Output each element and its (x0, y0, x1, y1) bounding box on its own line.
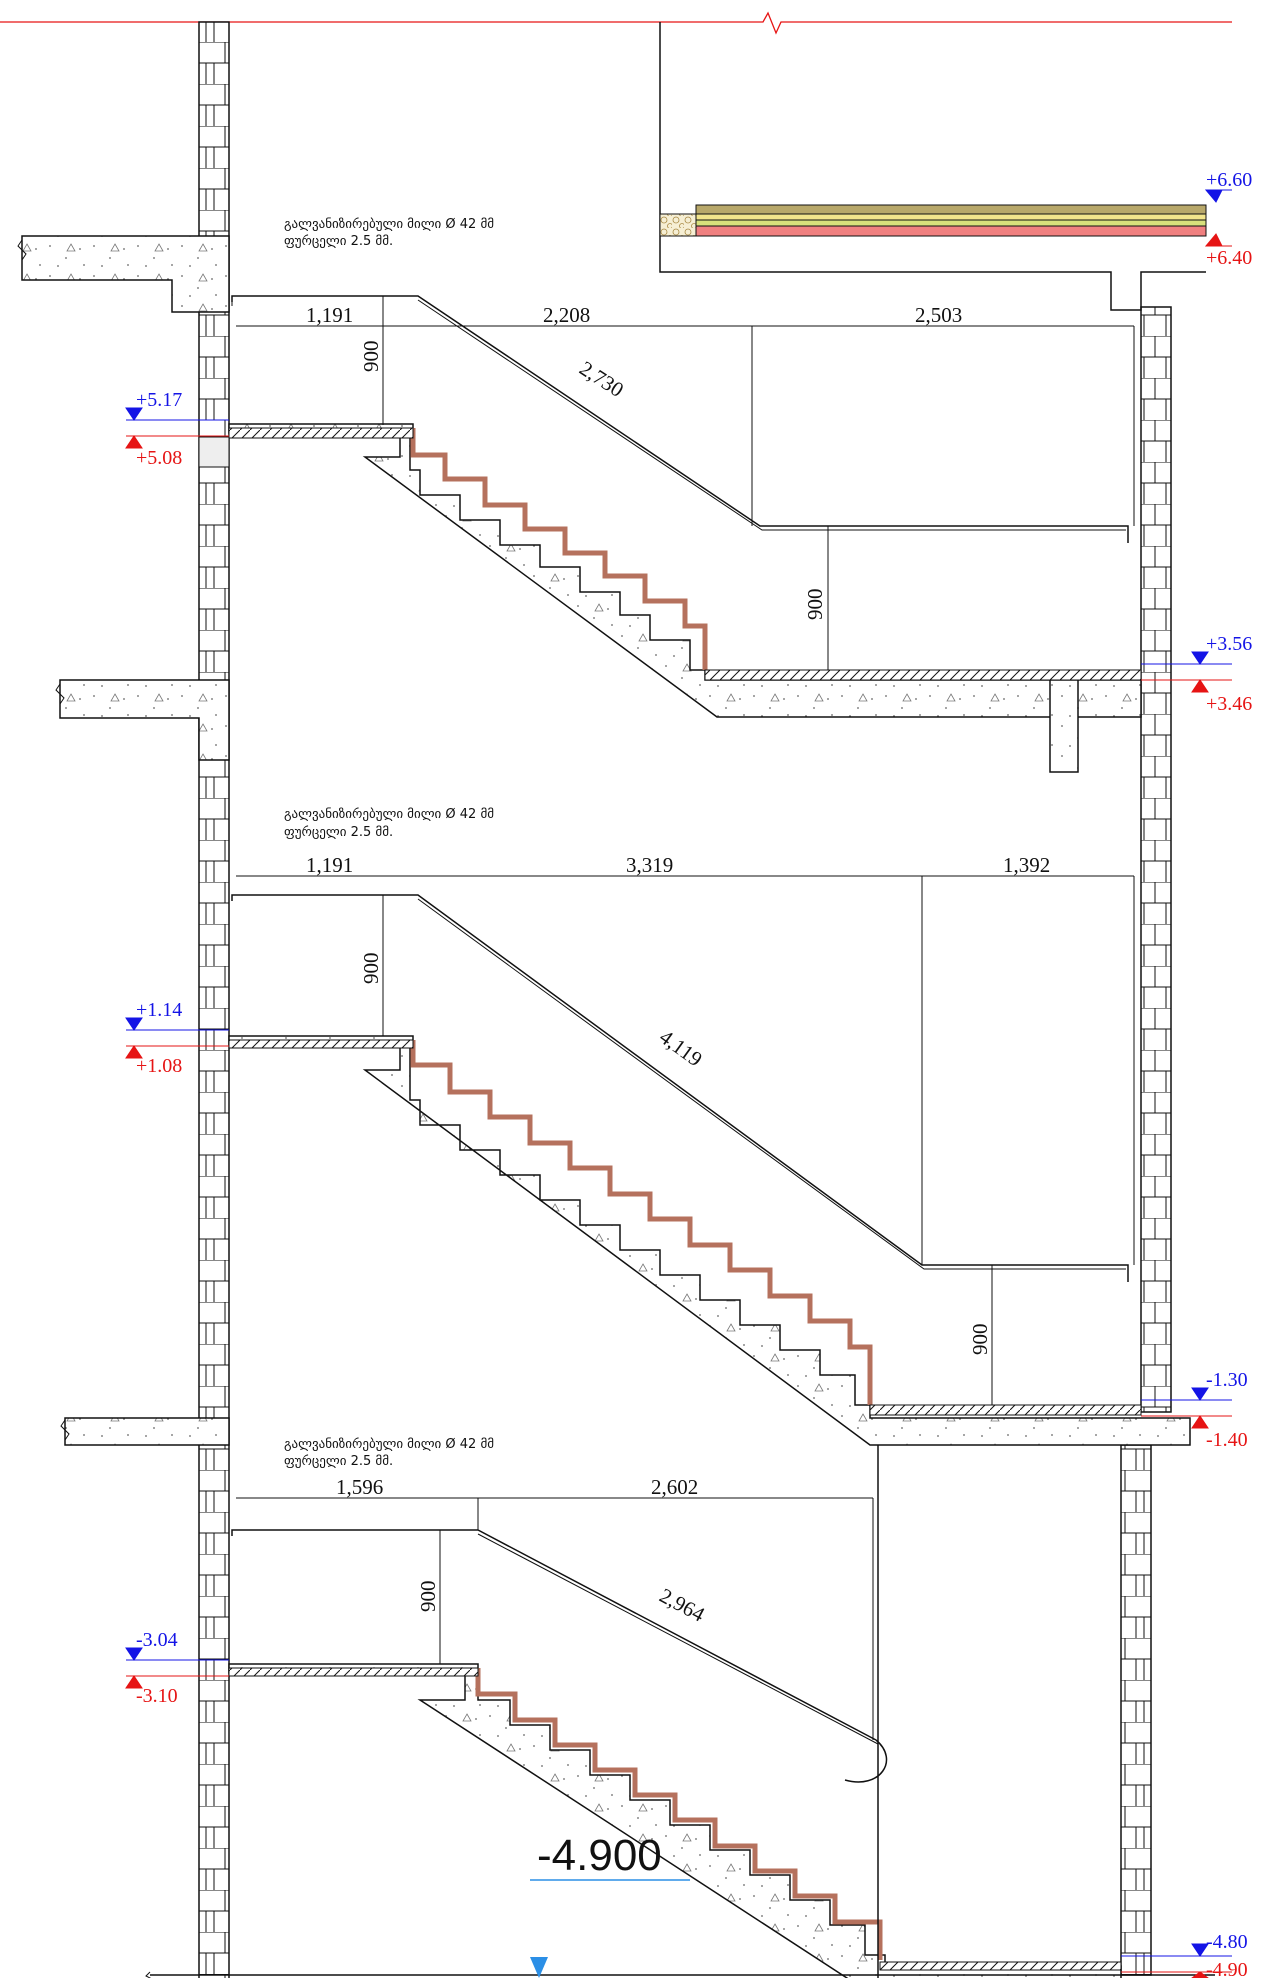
flight1-note-line1: გალვანიზირებული მილი Ø 42 მმ (284, 217, 494, 232)
flight2-note-line1: გალვანიზირებული მილი Ø 42 მმ (284, 807, 494, 822)
flight1-steps (410, 428, 708, 670)
level-f3-red: -3.10 (136, 1685, 178, 1707)
flight2-rail-height-lower: 900 (968, 1324, 992, 1356)
flight3-note-line1: გალვანიზირებული მილი Ø 42 მმ (284, 1437, 494, 1452)
flight1-note-line2: ფურცელი 2.5 მმ. (284, 234, 393, 249)
level-bottom-blue: -4.80 (1206, 1931, 1248, 1953)
flight2-note-line2: ფურცელი 2.5 მმ. (284, 825, 393, 840)
level-top-blue: +6.60 (1206, 169, 1252, 191)
flight3-slope-dim: 2,964 (656, 1583, 709, 1627)
left-brick-wall (198, 21, 230, 1978)
ground-level-label: -4.900 (537, 1831, 662, 1880)
flight2-rail-height-upper: 900 (359, 953, 383, 985)
ground-level-marker (530, 1879, 690, 1978)
roof-layers (659, 204, 1207, 237)
flight1-landing (228, 423, 1142, 718)
level-mid1-red: +3.46 (1206, 693, 1252, 715)
flight1-dim-3: 2,503 (915, 303, 962, 327)
flight-3 (228, 1445, 1122, 1978)
ground-slab (145, 1971, 1215, 1978)
flight3-dim-2: 2,602 (651, 1475, 698, 1499)
level-texts: +6.60 +6.40 +5.17 +5.08 +3.56 +3.46 +1.1… (136, 169, 1252, 1978)
flight1-beam (1049, 679, 1079, 773)
flight3-dim-1: 1,596 (336, 1475, 383, 1499)
flight3-rail-end (844, 1739, 888, 1783)
flight2-steps (410, 1040, 873, 1405)
right-brick-wall-lower (1120, 1444, 1152, 1976)
flight2-handrail (231, 894, 1129, 1282)
floor-slab-mid1 (55, 679, 230, 761)
level-f2-blue: +1.14 (136, 999, 182, 1021)
flight2-landing (228, 1035, 1191, 1446)
top-right-slab (659, 22, 1206, 311)
flight1-landing-hatch (228, 427, 414, 439)
flight3-rail-height-upper: 900 (416, 1581, 440, 1613)
flight1-rail-height-lower: 900 (803, 589, 827, 621)
flight1-slope-dim: 2,730 (575, 356, 628, 402)
flight2-dim-1: 1,191 (306, 853, 353, 877)
flight-1 (198, 295, 1142, 773)
flight3-handrail (231, 1529, 877, 1741)
right-brick-wall-upper (1140, 306, 1172, 1413)
level-f3-blue: -3.04 (136, 1629, 178, 1651)
flight-1-texts: გალვანიზირებული მილი Ø 42 მმ ფურცელი 2.5… (284, 217, 962, 620)
flight-2-texts: გალვანიზირებული მილი Ø 42 მმ ფურცელი 2.5… (284, 807, 1050, 1355)
level-mid2-red: -1.40 (1206, 1429, 1248, 1451)
flight2-dim-3: 1,392 (1003, 853, 1050, 877)
flight3-steps (475, 1668, 883, 1960)
flight2-slope-dim: 4,119 (655, 1025, 707, 1072)
level-f1-blue: +5.17 (136, 389, 182, 411)
flight2-dim-2: 3,319 (626, 853, 673, 877)
dimension-lines (236, 296, 1135, 1740)
flight1-rail-height-upper: 900 (359, 341, 383, 373)
level-mid1-blue: +3.56 (1206, 633, 1252, 655)
flight3-landing (228, 1663, 1122, 1978)
level-markers (125, 189, 1232, 1978)
level-top-red: +6.40 (1206, 247, 1252, 269)
flight1-pad (198, 436, 230, 468)
floor-slab-upper-left (17, 235, 230, 313)
flight-3-texts: გალვანიზირებული მილი Ø 42 მმ ფურცელი 2.5… (284, 1437, 709, 1627)
top-cut-line (0, 11, 1232, 35)
flight1-dim-1: 1,191 (306, 303, 353, 327)
level-f1-red: +5.08 (136, 447, 182, 469)
flight1-handrail (231, 295, 1129, 543)
flight1-lower-hatch (704, 669, 1142, 681)
flight-2 (228, 894, 1191, 1446)
flight3-note-line2: ფურცელი 2.5 მმ. (284, 1454, 393, 1469)
floor-slab-mid2 (60, 1417, 230, 1446)
level-bottom-red: -4.90 (1206, 1959, 1248, 1978)
flight1-dim-2: 2,208 (543, 303, 590, 327)
level-f2-red: +1.08 (136, 1055, 182, 1077)
level-mid2-blue: -1.30 (1206, 1369, 1248, 1391)
